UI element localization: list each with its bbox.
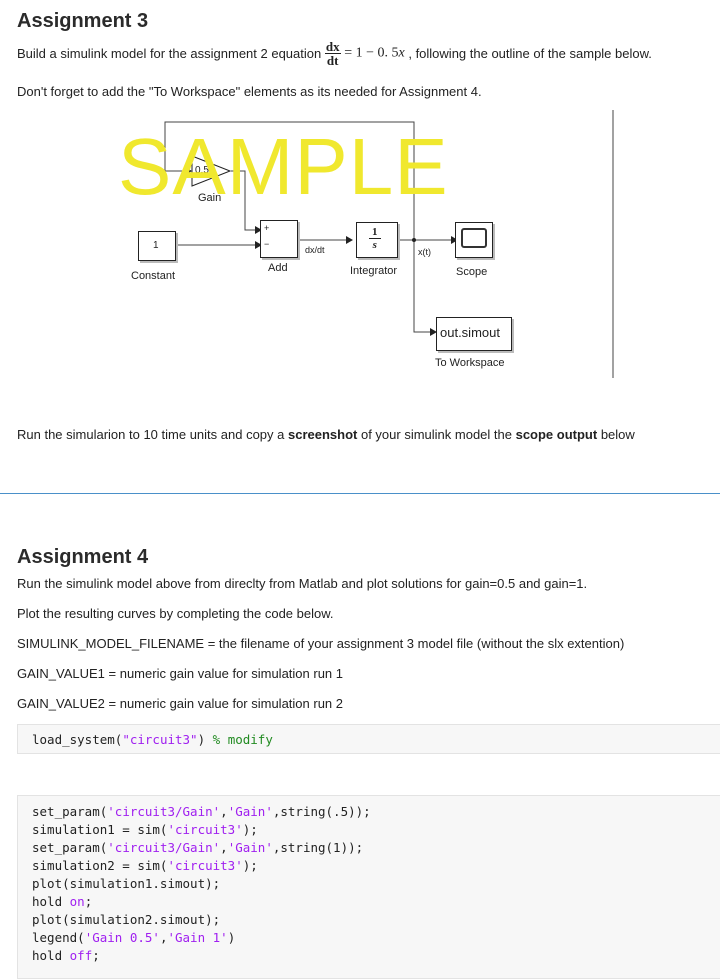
section-divider [0, 493, 720, 494]
add-block[interactable] [260, 220, 298, 258]
integrator-block[interactable] [356, 222, 398, 258]
code-line: plot(simulation1.simout); [32, 876, 221, 891]
workspace-value: out.simout [440, 325, 500, 340]
assignment4-title: Assignment 4 [17, 546, 149, 568]
assignment3-run-instructions: Run the simularion to 10 time units and … [17, 427, 635, 442]
integrator-label: Integrator [350, 265, 398, 277]
fraction-numerator: dx [324, 39, 341, 54]
assignment3-intro: Build a simulink model for the assignmen… [17, 40, 652, 67]
code-line: hold on; [32, 894, 93, 909]
code-line: simulation2 = sim('circuit3'); [32, 858, 258, 873]
run-text-2: of your simulink model the [357, 427, 516, 442]
code-block-load[interactable]: load_system("circuit3") % modify [17, 724, 720, 754]
code-line: hold off; [32, 948, 100, 963]
gain-label: Gain [198, 192, 222, 204]
signal-lines [164, 110, 614, 378]
constant-label: Constant [131, 270, 176, 282]
add-plus-sign: + [264, 223, 270, 233]
derivative-fraction: dx dt [324, 39, 341, 68]
assignment3-reminder: Don't forget to add the "To Workspace" e… [17, 84, 482, 99]
assignment4-line3: SIMULINK_MODEL_FILENAME = the filename o… [17, 636, 625, 651]
gain-value: 0.5 [195, 165, 209, 176]
assignment4-line1: Run the simulink model above from direcl… [17, 576, 588, 591]
fraction-denominator: dt [326, 53, 339, 68]
add-minus-sign: − [264, 239, 270, 249]
sample-watermark: SAMPLE [118, 122, 449, 211]
code-line: simulation1 = sim('circuit3'); [32, 822, 258, 837]
scope-screen-icon [461, 228, 487, 248]
run-text-3: below [597, 427, 635, 442]
integrator-fraction: 1 s [369, 226, 381, 251]
code-line: load_system("circuit3") % modify [32, 732, 273, 747]
run-bold-scope-output: scope output [515, 427, 598, 442]
code-block-simulation[interactable]: set_param('circuit3/Gain','Gain',string(… [17, 795, 720, 979]
scope-label: Scope [456, 266, 488, 278]
add-label: Add [268, 262, 288, 274]
signal-dxdt: dx/dt [305, 245, 325, 255]
integrator-numerator: 1 [369, 226, 381, 239]
equation-rhs: = 1 − 0. 5x [344, 46, 405, 61]
run-text-1: Run the simularion to 10 time units and … [17, 427, 288, 442]
equation-rhs-const: = 1 − 0. 5 [344, 45, 399, 61]
integrator-denominator: s [372, 239, 377, 251]
workspace-label: To Workspace [435, 357, 505, 369]
signal-xt: x(t) [418, 247, 431, 257]
code-line: legend('Gain 0.5','Gain 1') [32, 930, 236, 945]
code-line: set_param('circuit3/Gain','Gain',string(… [32, 804, 371, 819]
assignment4-line5: GAIN_VALUE2 = numeric gain value for sim… [17, 696, 344, 711]
assignment4-line2: Plot the resulting curves by completing … [17, 606, 334, 621]
gain-block[interactable] [190, 154, 234, 188]
assignment3-title: Assignment 3 [17, 10, 149, 32]
constant-block[interactable] [138, 231, 176, 261]
constant-value: 1 [153, 240, 159, 251]
code-line: plot(simulation2.simout); [32, 912, 221, 927]
intro-text-after: , following the outline of the sample be… [408, 46, 652, 61]
code-line: set_param('circuit3/Gain','Gain',string(… [32, 840, 364, 855]
to-workspace-block[interactable] [436, 317, 512, 351]
simulink-diagram: 0.5 Gain 1 Constant + − Add dx/dt 1 s In… [0, 100, 720, 390]
assignment4-line4: GAIN_VALUE1 = numeric gain value for sim… [17, 666, 344, 681]
run-bold-screenshot: screenshot [287, 427, 358, 442]
equation-var: x [398, 45, 405, 61]
intro-text: Build a simulink model for the assignmen… [17, 46, 325, 61]
